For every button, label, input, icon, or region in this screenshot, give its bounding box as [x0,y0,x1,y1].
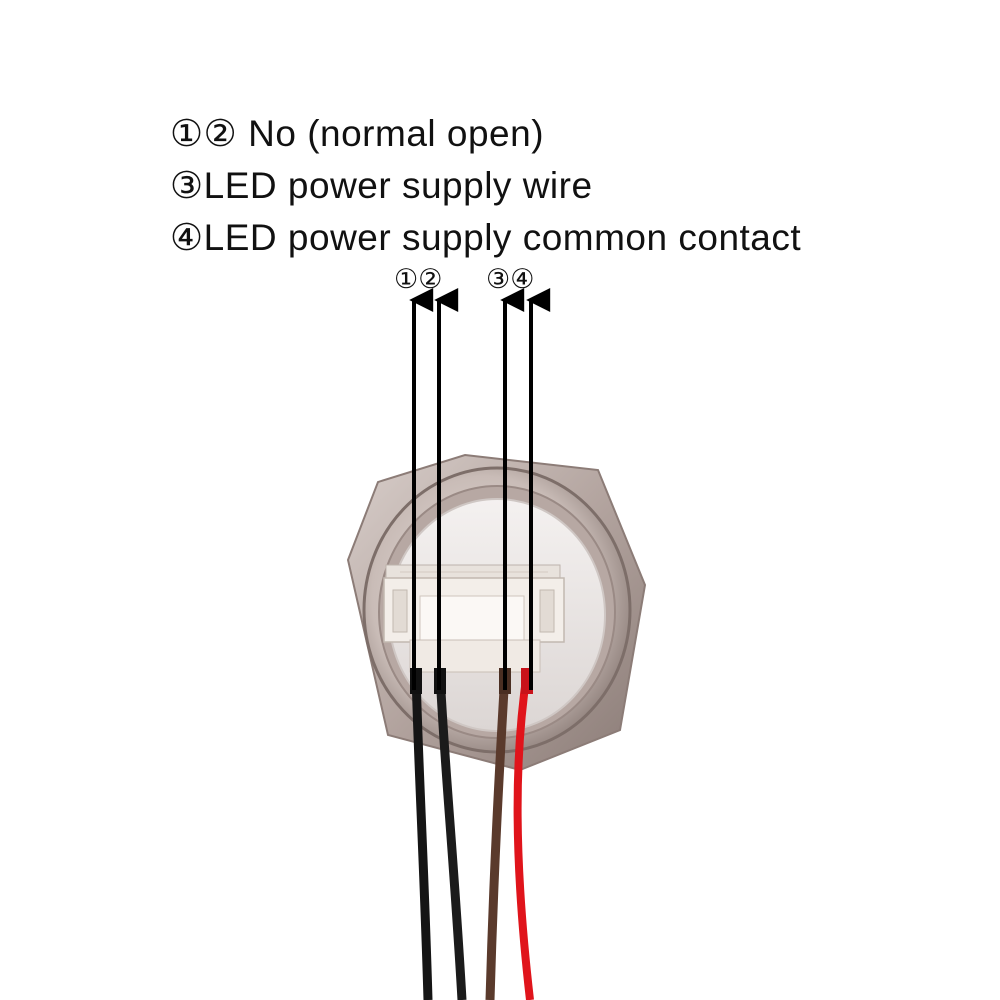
pin-label-3-4: ③④ [486,264,535,295]
connector-icon [383,564,565,673]
legend: ①② No (normal open) ③LED power supply wi… [170,108,970,264]
wire-4-red [513,671,534,1000]
wire-1-black [411,671,433,1000]
pin-label-1-2: ①② [394,264,443,295]
pin-labels: ①② ③④ [0,264,1000,300]
wire-2-black [435,671,467,1000]
wire-3-brown [485,671,510,1000]
legend-line-2: ③LED power supply wire [170,165,593,206]
legend-line-3: ④LED power supply common contact [170,217,802,258]
legend-line-1: ①② No (normal open) [170,113,545,154]
